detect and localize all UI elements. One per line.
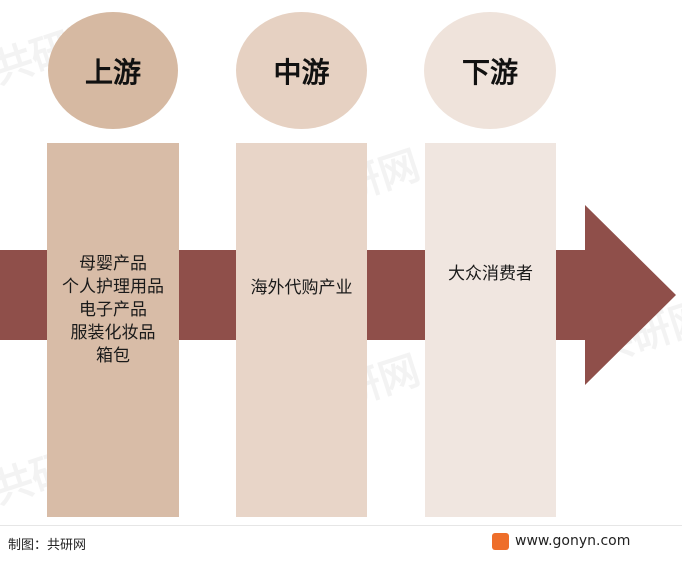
stage-upstream-item: 箱包 <box>96 346 130 366</box>
stage-upstream-item: 母婴产品 <box>79 254 147 274</box>
stage-midstream-circle: 中游 <box>236 12 367 129</box>
stage-downstream-box: 大众消费者 <box>425 143 556 517</box>
stage-downstream-item: 大众消费者 <box>448 264 533 284</box>
stage-upstream-item: 电子产品 <box>79 300 147 320</box>
stage-midstream-title: 中游 <box>273 55 330 89</box>
stage-downstream-circle: 下游 <box>424 12 556 129</box>
stage-downstream-title: 下游 <box>461 55 518 89</box>
stage-midstream-box: 海外代购产业 <box>236 143 367 517</box>
stage-midstream-item: 海外代购产业 <box>250 278 353 298</box>
footer-url: www.gonyn.com <box>515 533 631 549</box>
stage-upstream-item: 服装化妆品 <box>70 323 156 343</box>
stage-upstream-box: 母婴产品 个人护理用品 电子产品 服装化妆品 箱包 <box>47 143 179 517</box>
gonyn-logo-icon <box>492 533 509 550</box>
stage-upstream-item: 个人护理用品 <box>62 277 164 297</box>
stage-upstream-title: 上游 <box>84 55 141 89</box>
footer-divider <box>0 525 682 526</box>
footer-source: 制图：共研网 <box>8 538 87 553</box>
stage-upstream-circle: 上游 <box>48 12 178 129</box>
